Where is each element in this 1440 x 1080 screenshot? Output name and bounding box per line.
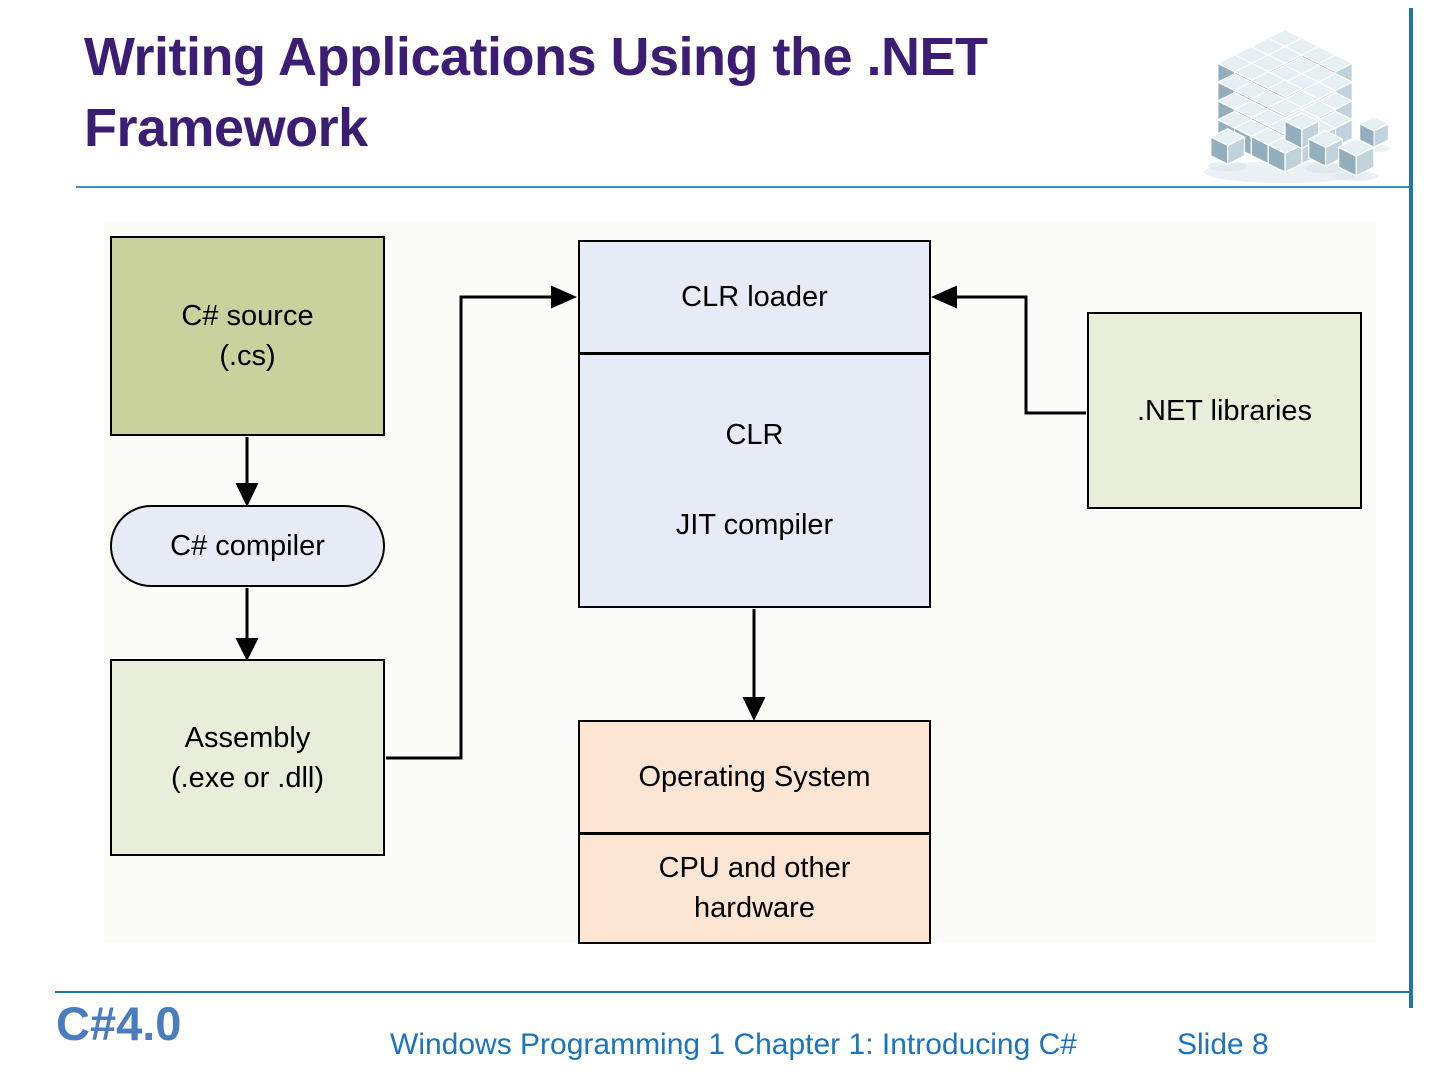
clr-section: CLR JIT compiler: [580, 355, 929, 607]
slide-number: Slide 8: [1177, 1028, 1269, 1061]
node-clr-stack: CLR loader CLR JIT compiler: [578, 240, 931, 608]
csharp-source-label: C# source: [181, 300, 314, 332]
cpu-section: CPU and other hardware: [580, 835, 929, 943]
title-underline: [76, 186, 1413, 188]
assembly-ext: (.exe or .dll): [170, 761, 325, 794]
node-net-libraries: .NET libraries: [1087, 312, 1362, 509]
node-csharp-source: C# source (.cs): [110, 236, 385, 436]
footer-rule: [55, 991, 1413, 993]
os-divider: [580, 832, 929, 835]
net-libraries-label: .NET libraries: [1136, 394, 1313, 427]
page-title: Writing Applications Using the .NET Fram…: [84, 22, 1194, 164]
csharp-source-ext: (.cs): [219, 340, 276, 372]
node-csharp-compiler: C# compiler: [110, 505, 385, 587]
clr-label: CLR: [725, 419, 784, 452]
clr-loader-label: CLR loader: [681, 281, 828, 313]
jit-compiler-label: JIT compiler: [675, 509, 834, 542]
footer-caption: Windows Programming 1 Chapter 1: Introdu…: [390, 1028, 1077, 1061]
page-title-line2: Framework: [84, 98, 368, 158]
cpu-label-line1: CPU and other: [658, 852, 851, 885]
clr-loader-section: CLR loader: [580, 242, 929, 352]
assembly-label: Assembly: [184, 721, 311, 754]
right-border-rule: [1409, 8, 1413, 1008]
clr-divider: [580, 352, 929, 355]
node-assembly: Assembly (.exe or .dll): [110, 659, 385, 856]
cpu-label-line2: hardware: [694, 892, 815, 925]
csharp-compiler-label: C# compiler: [170, 530, 325, 562]
node-os-stack: Operating System CPU and other hardware: [578, 720, 931, 944]
os-section: Operating System: [580, 722, 929, 832]
page-title-line1: Writing Applications Using the .NET: [84, 27, 988, 87]
dotnet-cubes-image: [1203, 29, 1390, 184]
os-label: Operating System: [638, 761, 871, 793]
course-brand: C#4.0: [56, 997, 182, 1050]
